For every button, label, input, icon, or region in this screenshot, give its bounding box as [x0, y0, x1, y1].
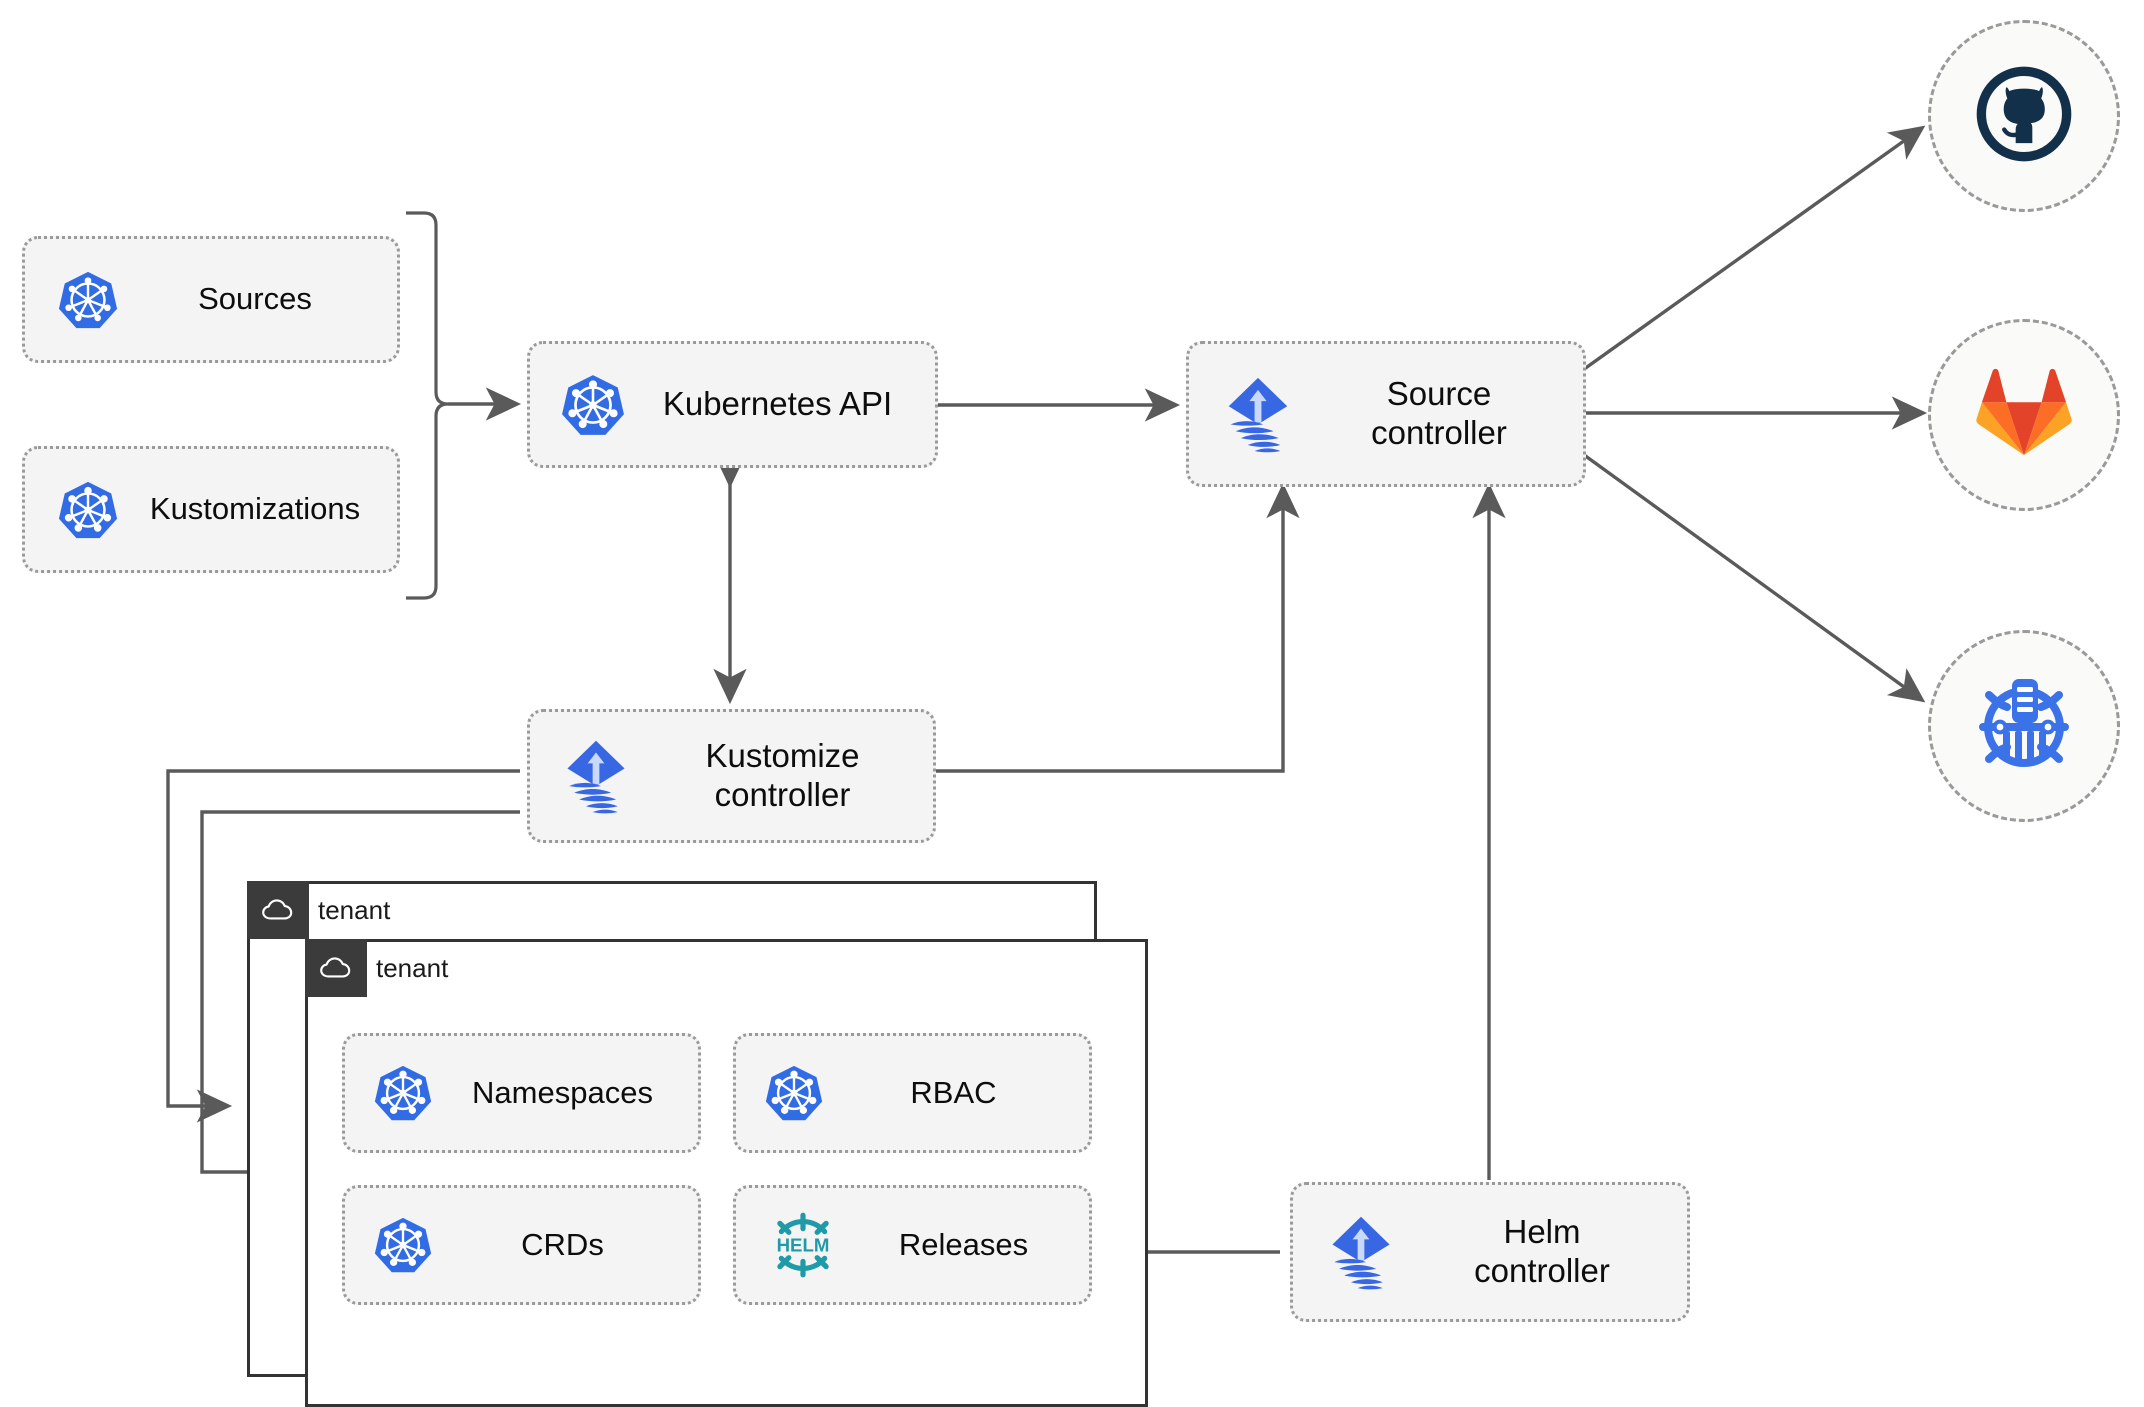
kubernetes-icon	[764, 1063, 824, 1123]
cloud-icon	[305, 939, 367, 997]
node-label-kustomize-controller: Kustomize controller	[705, 737, 860, 813]
helm-repository-icon	[1969, 669, 2079, 784]
node-label-releases: Releases	[898, 1226, 1029, 1262]
tenant-label-front: tenant	[376, 952, 449, 983]
node-label-source-controller: Source controller	[1371, 375, 1507, 451]
wire-source-helmrepo	[1579, 450, 1926, 703]
node-label-helm-controller: Helm controller	[1474, 1213, 1610, 1289]
helm-logo-icon: HELM	[762, 1209, 844, 1281]
gitlab-icon	[1975, 367, 2073, 464]
svg-text:HELM: HELM	[777, 1235, 830, 1256]
cloud-icon	[247, 881, 309, 939]
node-sources[interactable]: Sources	[22, 236, 400, 363]
flux-icon	[554, 734, 638, 818]
service-circle-helm-repository[interactable]	[1928, 630, 2120, 822]
node-kustomizations[interactable]: Kustomizations	[22, 446, 400, 573]
node-label-kustomizations: Kustomizations	[149, 491, 361, 527]
node-namespaces[interactable]: Namespaces	[342, 1033, 701, 1153]
wire-kustomize-source	[936, 482, 1300, 773]
node-label-rbac: RBAC	[910, 1074, 997, 1110]
flux-icon	[1215, 371, 1301, 457]
node-kubernetes-api[interactable]: Kubernetes API	[527, 341, 938, 468]
kubernetes-icon	[373, 1215, 433, 1275]
node-kustomize-controller[interactable]: Kustomize controller	[527, 709, 936, 843]
node-source-controller[interactable]: Source controller	[1186, 341, 1586, 487]
node-label-crds: CRDs	[521, 1226, 604, 1262]
node-label-namespaces: Namespaces	[472, 1074, 653, 1110]
node-releases[interactable]: HELM Releases	[733, 1185, 1092, 1305]
brace-custom-resources	[406, 211, 449, 600]
node-helm-controller[interactable]: Helm controller	[1290, 1182, 1690, 1322]
tenant-label-back: tenant	[318, 894, 391, 925]
node-label-sources: Sources	[198, 281, 312, 317]
kubernetes-icon	[560, 372, 626, 438]
flux-icon	[1319, 1210, 1403, 1294]
service-circle-github[interactable]	[1928, 20, 2120, 212]
github-icon	[1972, 62, 2076, 171]
node-crds[interactable]: CRDs	[342, 1185, 701, 1305]
service-circle-gitlab[interactable]	[1928, 319, 2120, 511]
tenant-panel-front[interactable]: tenant	[305, 939, 1148, 1407]
kubernetes-icon	[57, 479, 119, 541]
node-rbac[interactable]: RBAC	[733, 1033, 1092, 1153]
kubernetes-icon	[57, 269, 119, 331]
kubernetes-icon	[373, 1063, 433, 1123]
wire-source-github	[1579, 125, 1926, 374]
node-label-kubernetes-api: Kubernetes API	[662, 385, 893, 423]
